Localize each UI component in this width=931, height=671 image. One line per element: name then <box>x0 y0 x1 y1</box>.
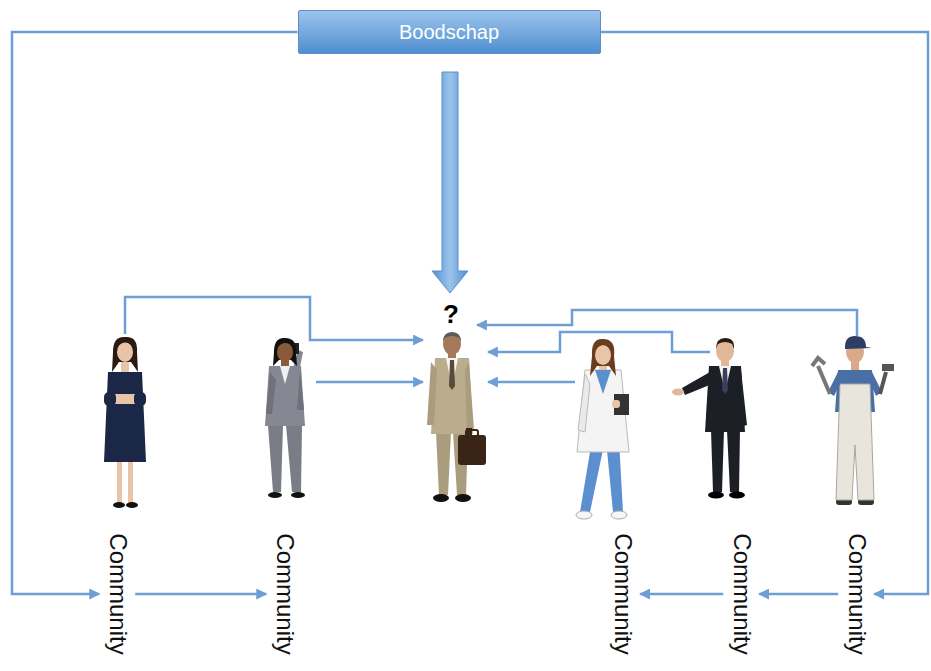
node-text: Community <box>728 533 754 654</box>
node-text: Community <box>104 533 130 654</box>
plumber-figure <box>812 336 894 505</box>
woman-figure <box>265 338 305 498</box>
flow-arrow <box>135 594 266 595</box>
community-label: Community <box>271 531 297 656</box>
community-label: Community <box>843 531 869 656</box>
node-text: Boodschap <box>319 19 580 45</box>
community-label: Community <box>609 531 635 656</box>
node-text: ? <box>443 299 459 329</box>
node-text: Community <box>843 533 869 654</box>
doctor-figure <box>576 339 629 519</box>
flow-arrow <box>759 594 838 595</box>
flow-arrow <box>601 32 929 594</box>
flow-arrow <box>432 72 468 293</box>
node-text: Community <box>609 533 635 654</box>
question-mark: ? <box>441 299 461 329</box>
businessman-figure <box>672 338 747 499</box>
woman-figure <box>104 337 146 508</box>
flow-arrow <box>12 32 298 594</box>
community-label: Community <box>104 531 130 656</box>
influence-arrows <box>125 297 857 382</box>
node-text: Community <box>271 533 297 654</box>
message-box: Boodschap <box>298 10 601 54</box>
flow-arrow <box>640 594 723 595</box>
man-figure <box>427 332 486 502</box>
community-label: Community <box>728 531 754 656</box>
